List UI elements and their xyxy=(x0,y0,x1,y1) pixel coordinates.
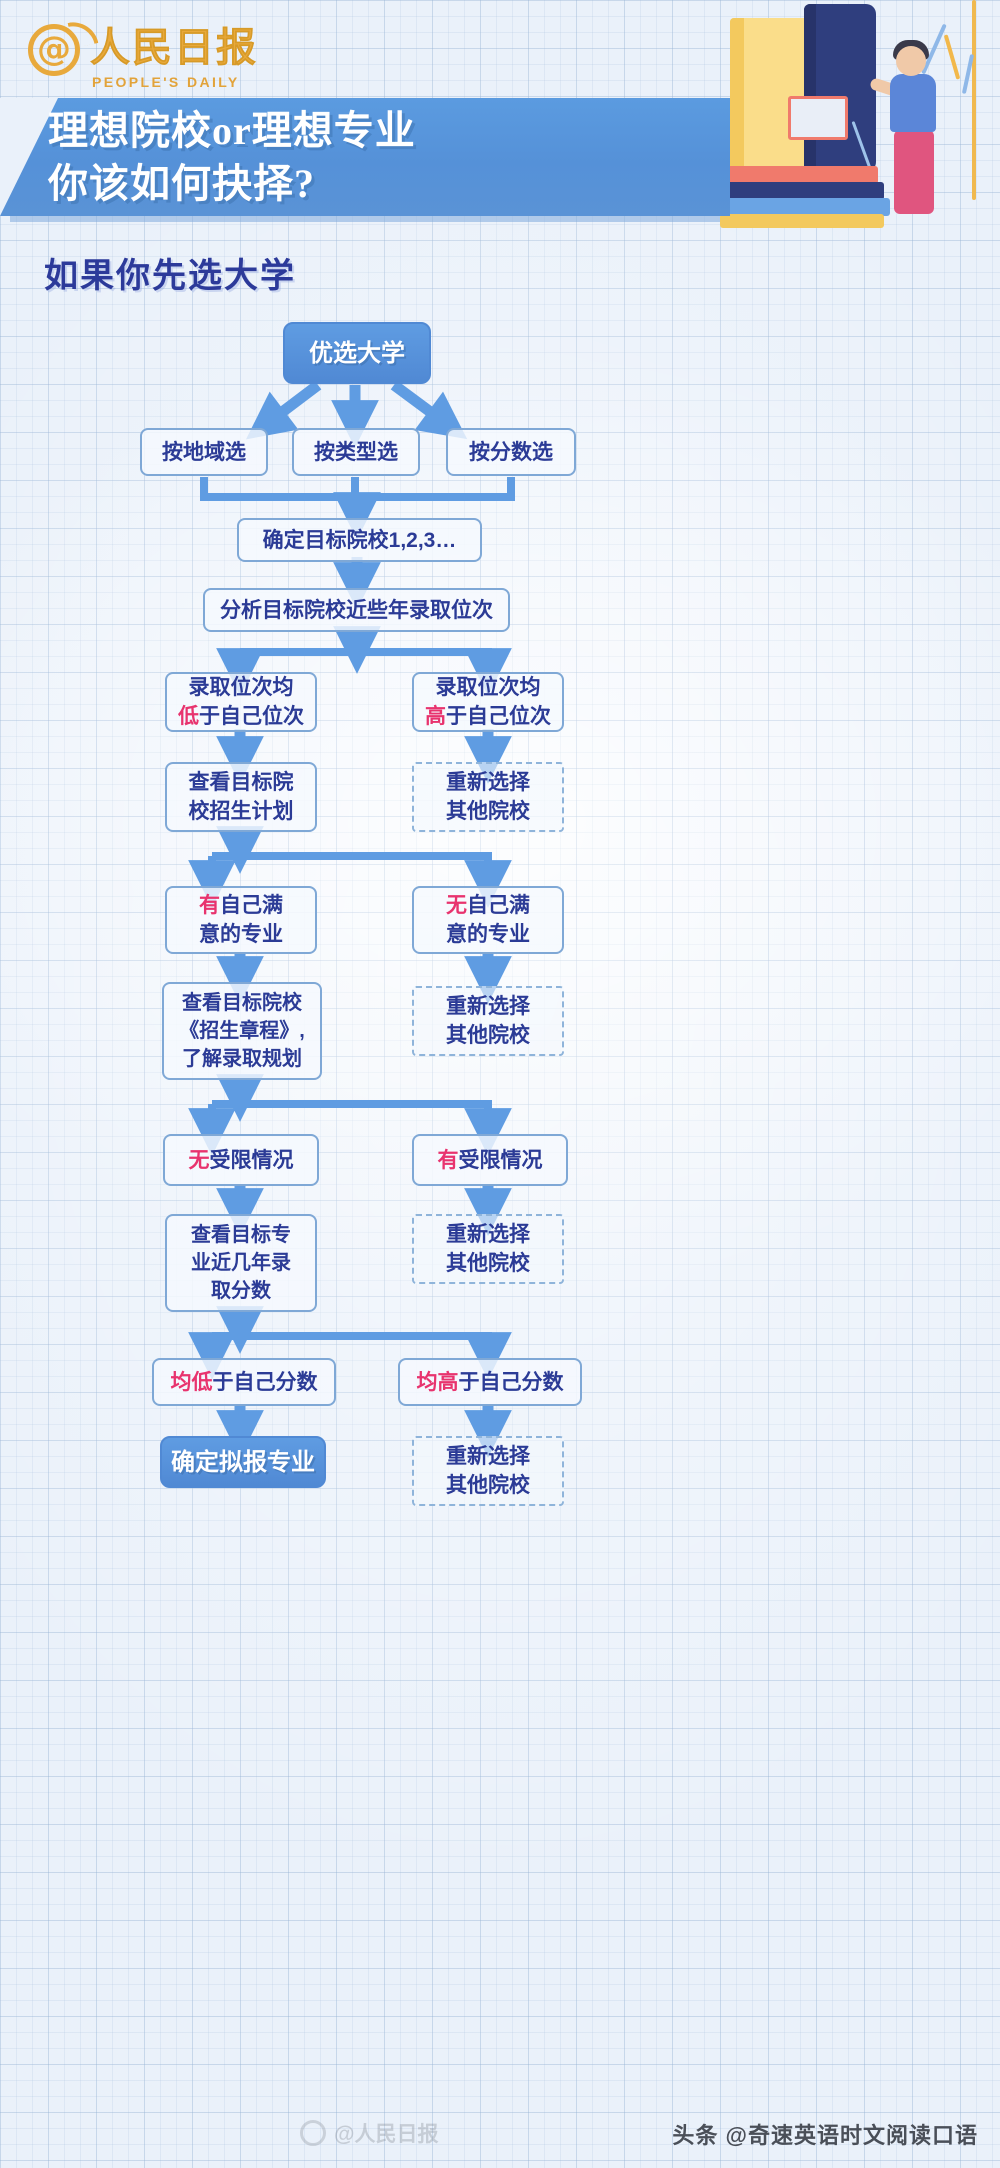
book-stack-layer xyxy=(720,214,884,228)
node-text: 无受限情况 xyxy=(188,1148,294,1172)
flow-node-有受限情况[interactable]: 有受限情况 xyxy=(412,1134,568,1186)
flow-node-查看招生章程[interactable]: 查看目标院校 《招生章程》, 了解录取规划 xyxy=(162,982,322,1080)
at-sign-icon xyxy=(28,24,80,76)
flow-node-确定拟报专业[interactable]: 确定拟报专业 xyxy=(160,1436,326,1488)
weibo-handle: @人民日报 xyxy=(334,2123,439,2146)
flow-node-确定目标院校[interactable]: 确定目标院校1,2,3… xyxy=(237,518,482,562)
node-text: 有受限情况 xyxy=(437,1148,543,1172)
flow-node-重新选择其他院校-1[interactable]: 重新选择 其他院校 xyxy=(412,762,564,832)
banner-title: 理想院校or理想专业 你该如何抉择? xyxy=(48,108,416,206)
logo-english-name: PEOPLE'S DAILY xyxy=(92,74,240,90)
node-text: 均高于自己分数 xyxy=(416,1370,564,1394)
flow-node-无受限情况[interactable]: 无受限情况 xyxy=(163,1134,319,1186)
flow-node-查看目标院校招生计划[interactable]: 查看目标院 校招生计划 xyxy=(165,762,317,832)
banner-underline xyxy=(10,216,720,222)
flow-node-录取位次均高于自己位次[interactable]: 录取位次均高于自己位次 xyxy=(412,672,564,732)
student-head xyxy=(896,46,926,76)
node-text: 录取位次均低于自己位次 xyxy=(178,676,304,728)
flow-node-重新选择其他院校-4[interactable]: 重新选择 其他院校 xyxy=(412,1436,564,1506)
book-icon xyxy=(804,4,876,172)
weibo-icon xyxy=(300,2120,326,2146)
book-spine-icon xyxy=(730,18,744,170)
book-stack-layer xyxy=(714,198,890,216)
flow-node-均低于自己分数[interactable]: 均低于自己分数 xyxy=(152,1358,336,1406)
gold-rule-icon xyxy=(972,0,976,200)
publisher-logo: 人民日报 PEOPLE'S DAILY xyxy=(28,17,348,94)
hero-banner: 理想院校or理想专业 你该如何抉择? xyxy=(0,98,730,216)
laptop-screen-icon xyxy=(788,96,848,140)
flow-node-按地域选[interactable]: 按地域选 xyxy=(140,428,268,476)
source-credit: 头条 @奇速英语时文阅读口语 xyxy=(672,2123,978,2148)
book-stack-layer xyxy=(726,166,878,184)
node-text: 无自己满意的专业 xyxy=(446,894,530,946)
student-body xyxy=(890,74,936,132)
node-text: 录取位次均高于自己位次 xyxy=(425,676,551,728)
flow-node-有自己满意的专业[interactable]: 有自己满意的专业 xyxy=(165,886,317,954)
flow-node-分析目标院校录取位次[interactable]: 分析目标院校近些年录取位次 xyxy=(203,588,510,632)
flow-node-重新选择其他院校-3[interactable]: 重新选择 其他院校 xyxy=(412,1214,564,1284)
flow-node-按分数选[interactable]: 按分数选 xyxy=(446,428,576,476)
weibo-watermark: @人民日报 xyxy=(300,2118,438,2148)
section-heading: 如果你先选大学 xyxy=(44,258,296,295)
node-text: 有自己满意的专业 xyxy=(199,894,283,946)
flow-node-均高于自己分数[interactable]: 均高于自己分数 xyxy=(398,1358,582,1406)
flow-node-重新选择其他院校-2[interactable]: 重新选择 其他院校 xyxy=(412,986,564,1056)
flow-node-优选大学[interactable]: 优选大学 xyxy=(283,322,431,384)
hero-illustration xyxy=(700,0,1000,230)
flow-node-录取位次均低于自己位次[interactable]: 录取位次均低于自己位次 xyxy=(165,672,317,732)
logo-chinese-name: 人民日报 xyxy=(90,26,258,70)
flow-node-按类型选[interactable]: 按类型选 xyxy=(292,428,420,476)
flow-node-查看目标专业录取分数[interactable]: 查看目标专 业近几年录 取分数 xyxy=(165,1214,317,1312)
node-text: 均低于自己分数 xyxy=(170,1370,318,1394)
book-stack-layer xyxy=(720,182,884,200)
student-legs xyxy=(894,130,934,214)
flow-node-无自己满意的专业[interactable]: 无自己满意的专业 xyxy=(412,886,564,954)
